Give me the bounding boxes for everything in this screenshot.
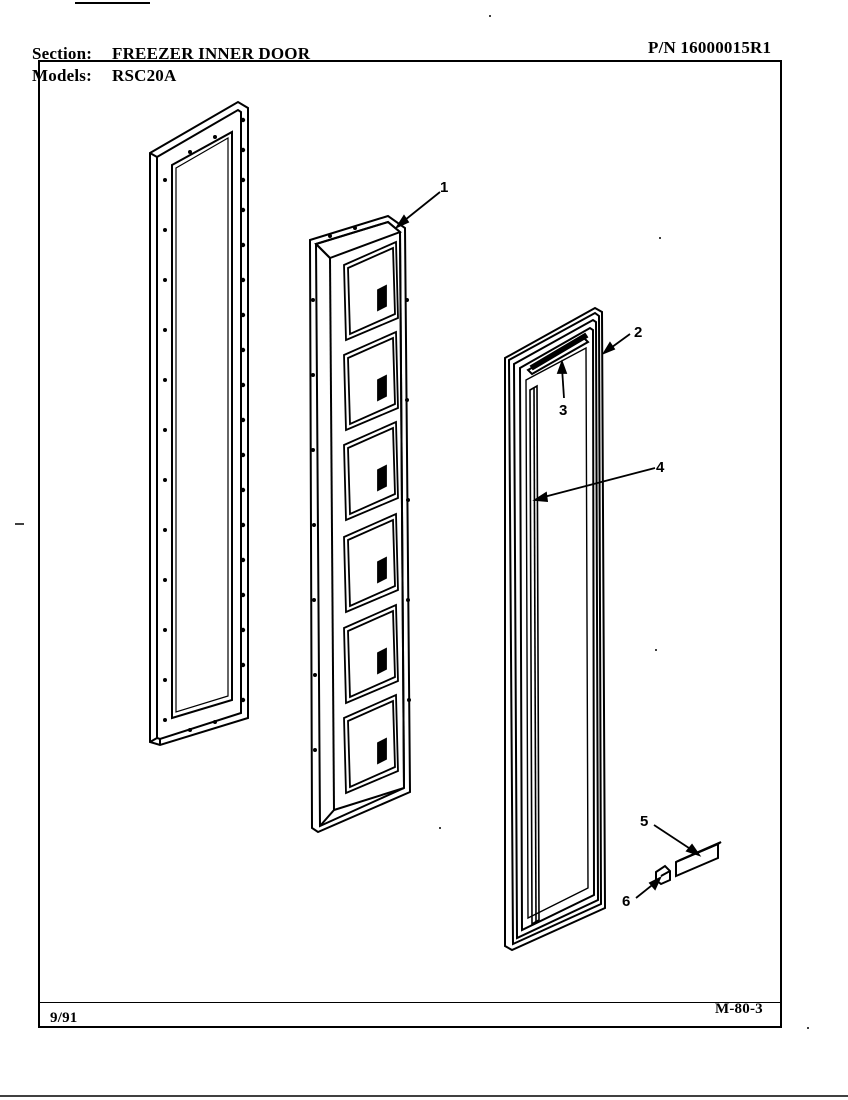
liner-shelf-bins: [343, 240, 399, 795]
footer-date: 9/91: [50, 1010, 78, 1026]
models-value: RSC20A: [112, 66, 177, 85]
part-number: P/N 16000015R1: [648, 38, 772, 57]
callout-leaders: [394, 191, 702, 899]
footer-page-code: M-80-3: [715, 1001, 763, 1017]
section-title: FREEZER INNER DOOR: [112, 44, 311, 63]
callout-3: 3: [559, 402, 567, 419]
callout-2: 2: [634, 324, 642, 341]
outer-door-frame: [149, 100, 249, 747]
callout-4: 4: [656, 459, 665, 476]
inner-door-liner: [308, 214, 412, 834]
callout-6: 6: [622, 893, 630, 910]
callout-labels: 1 2 3 4 5 6: [440, 179, 665, 910]
door-gasket: [504, 306, 607, 952]
liner-flange-holes: [311, 226, 411, 752]
scan-specks: [439, 15, 809, 1029]
diagram-frame: [38, 60, 782, 1028]
gasket-top-retainer: [526, 332, 590, 376]
handle-trim-part-5: [675, 841, 722, 878]
callout-5: 5: [640, 813, 648, 830]
models-label: Models:: [32, 66, 92, 85]
callout-1: 1: [440, 179, 448, 196]
outer-frame-screw-holes: [163, 117, 246, 732]
footer-divider: [38, 1002, 782, 1003]
section-label: Section:: [32, 44, 93, 63]
gasket-side-strip: [529, 384, 540, 926]
